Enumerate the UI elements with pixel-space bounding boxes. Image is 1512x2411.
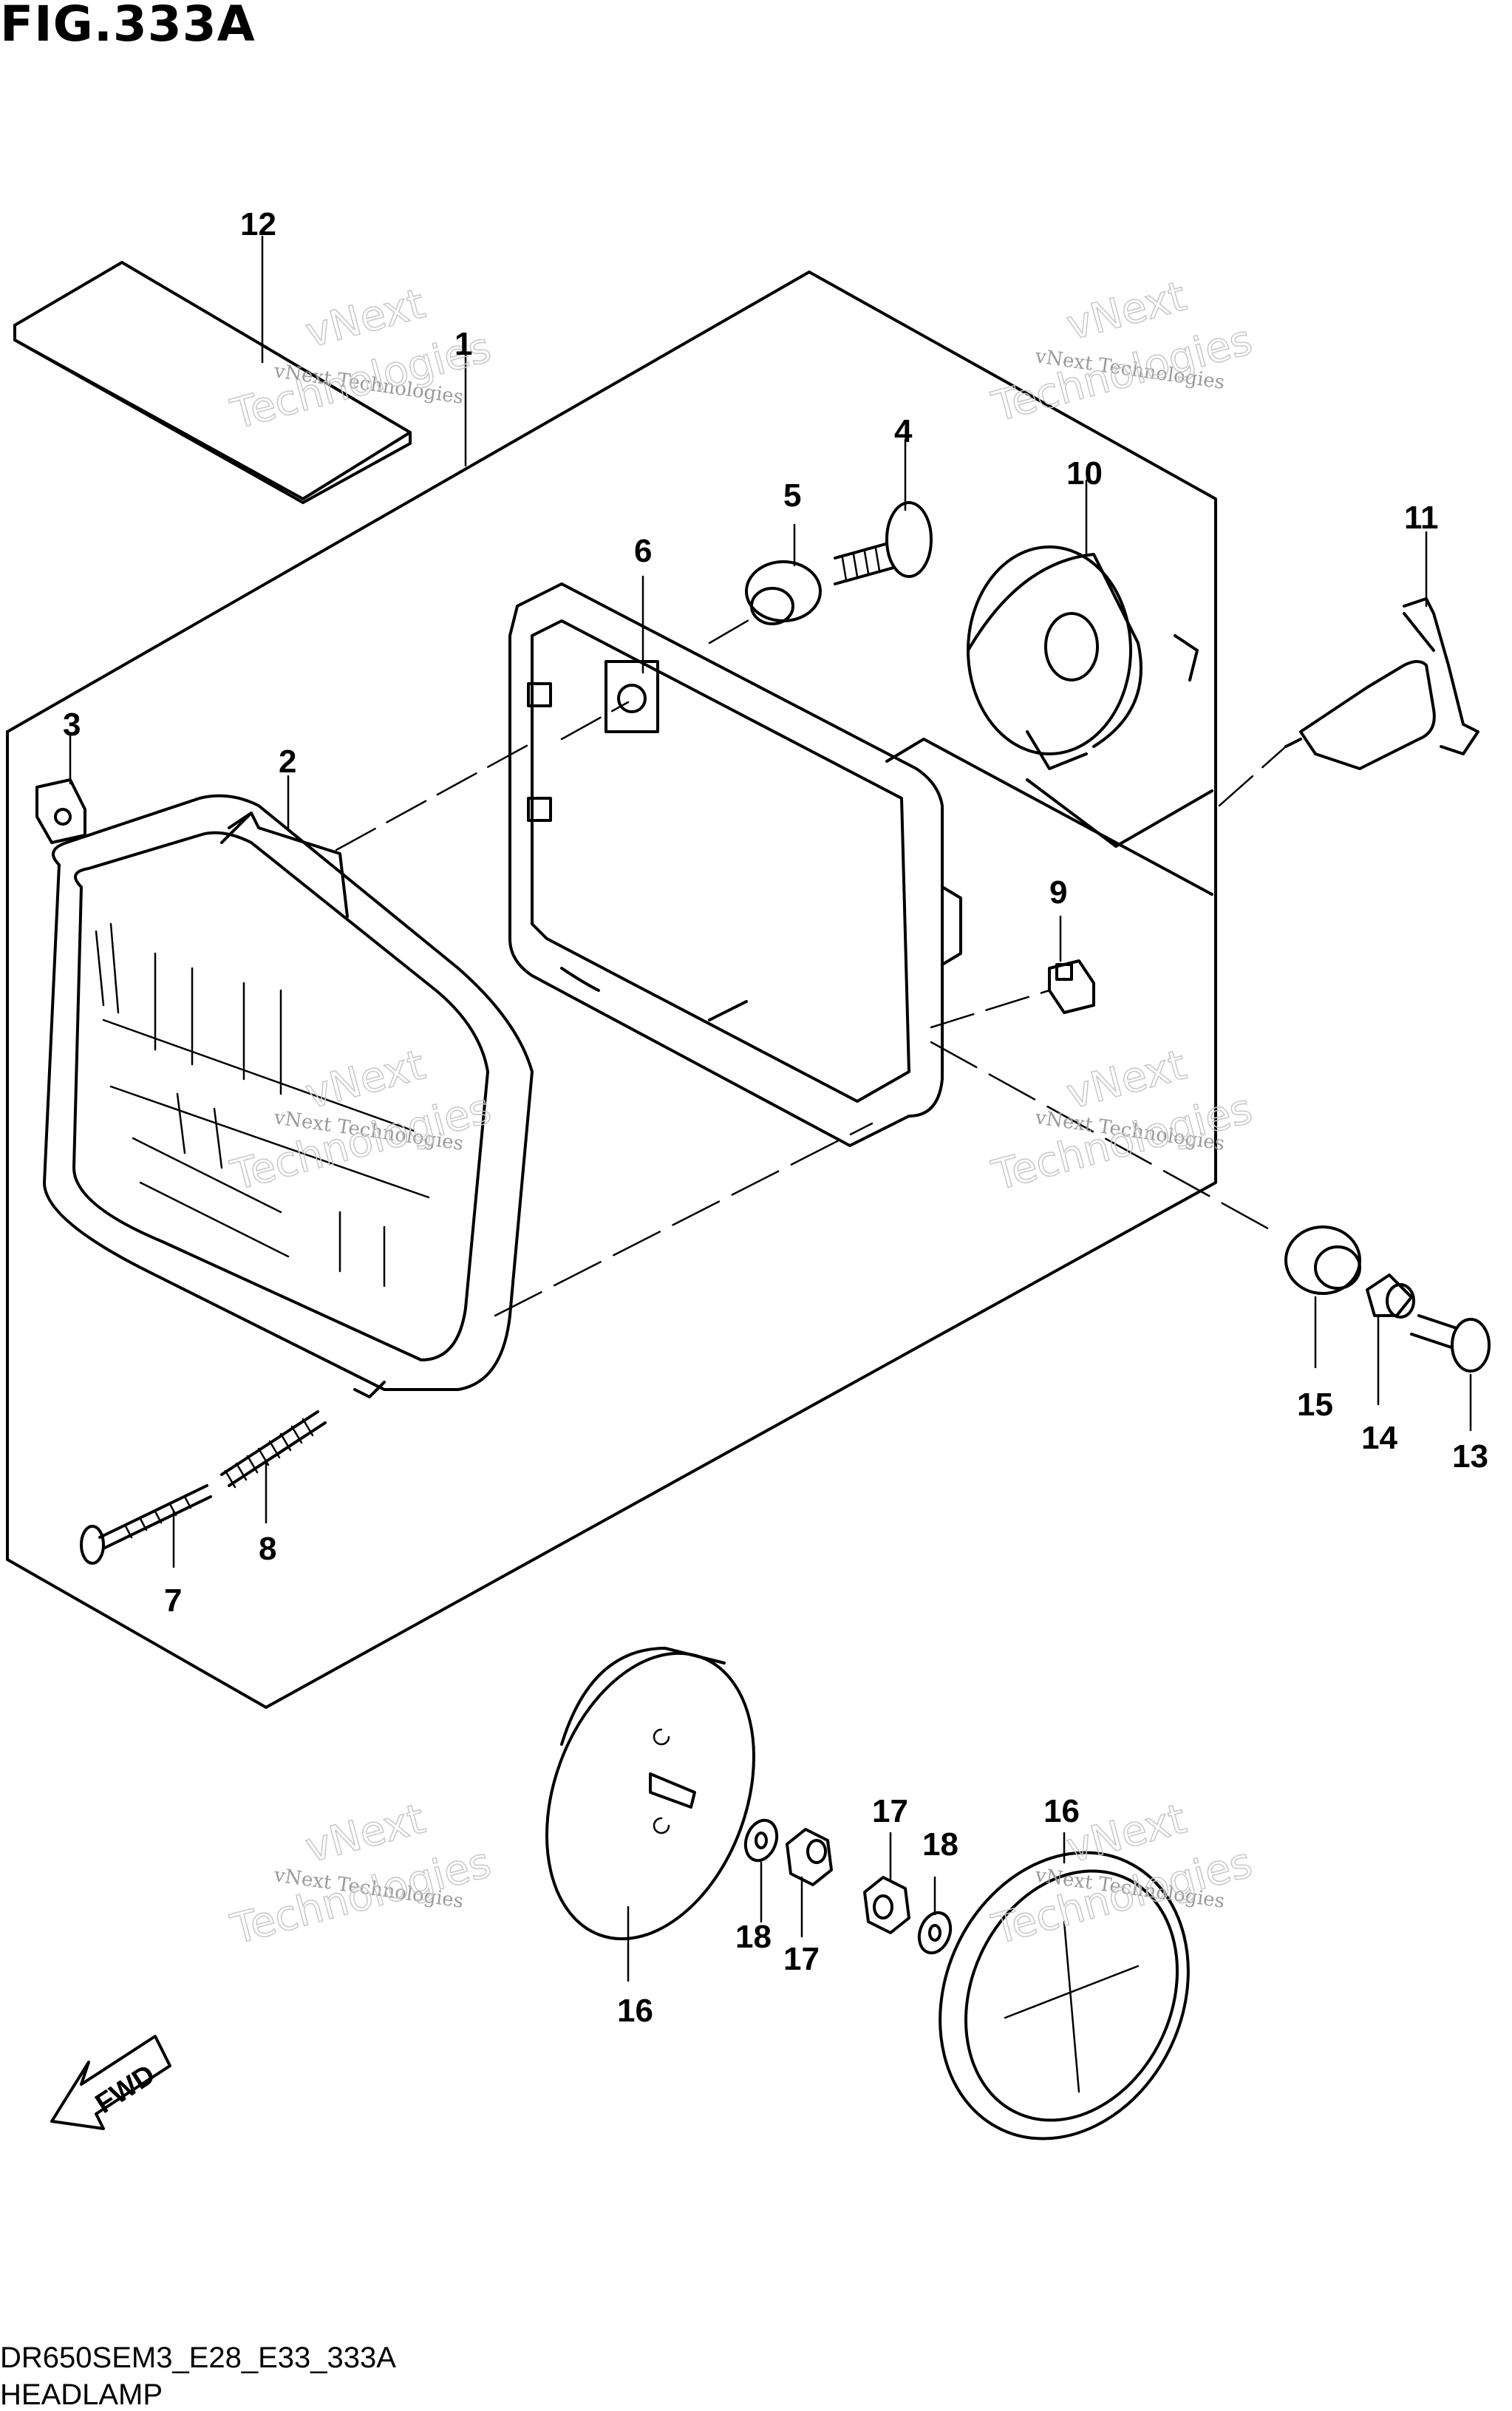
headlamp-unit-part [43,794,534,1398]
callout-14: 14 [1361,1420,1397,1456]
washer-left [743,1818,779,1863]
callout-2: 2 [279,744,296,780]
headlamp-rim-part [508,582,962,1147]
grommet-part-15 [1284,1225,1361,1295]
collar-part-14 [1366,1273,1415,1319]
bulb-subassembly-outline [885,738,1213,896]
callout-11: 11 [1404,500,1439,536]
callout-5: 5 [783,477,801,514]
diagram-name: HEADLAMP [0,2378,163,2411]
grommet-part-5 [745,560,822,625]
figure-title: FIG.333A [0,0,256,52]
callout-17-bottom: 17 [783,1941,820,1977]
callout-6: 6 [634,533,652,569]
callout-18-bottom: 18 [735,1919,772,1955]
callout-8: 8 [259,1531,276,1567]
callout-15: 15 [1297,1387,1333,1423]
leader-lines [69,235,1472,1982]
nut-left [786,1828,833,1886]
callout-17-top: 17 [872,1793,908,1829]
callout-labels: 12 1 4 10 5 11 6 3 2 9 15 14 13 8 7 17 1… [63,206,1488,2029]
spring-part [220,1410,327,1489]
callout-18-top: 18 [922,1826,958,1863]
fwd-arrow: FWD [50,2035,171,2130]
callout-1: 1 [454,326,472,362]
callout-7: 7 [164,1582,182,1619]
washer-right [917,1911,953,1955]
reflector-disc-left [545,1647,756,1941]
callout-13: 13 [1452,1438,1488,1475]
assembly-outline [6,271,1217,1709]
callout-16-top: 16 [1043,1793,1080,1829]
callout-4: 4 [894,413,913,449]
bolt-part-13 [1410,1314,1491,1373]
clip-nut-part-9 [1048,959,1095,1014]
callout-16-bottom: 16 [617,1993,653,2029]
diagram-code: DR650SEM3_E28_E33_333A [0,2342,396,2374]
label-sheet-part [13,261,412,504]
screw-part-4 [834,501,933,585]
nut-right [863,1876,910,1934]
adjusting-screw-part [80,1484,212,1565]
reflector-disc-right [939,1851,1190,2140]
socket-cover-part [967,545,1199,770]
callout-3: 3 [63,707,81,743]
nut-part-3 [35,778,86,844]
callout-9: 9 [1049,874,1067,911]
callout-12: 12 [240,206,276,242]
bulb-part [1284,597,1479,770]
callout-10: 10 [1066,455,1103,492]
bulb-subassembly-outline-2 [1026,778,1213,848]
